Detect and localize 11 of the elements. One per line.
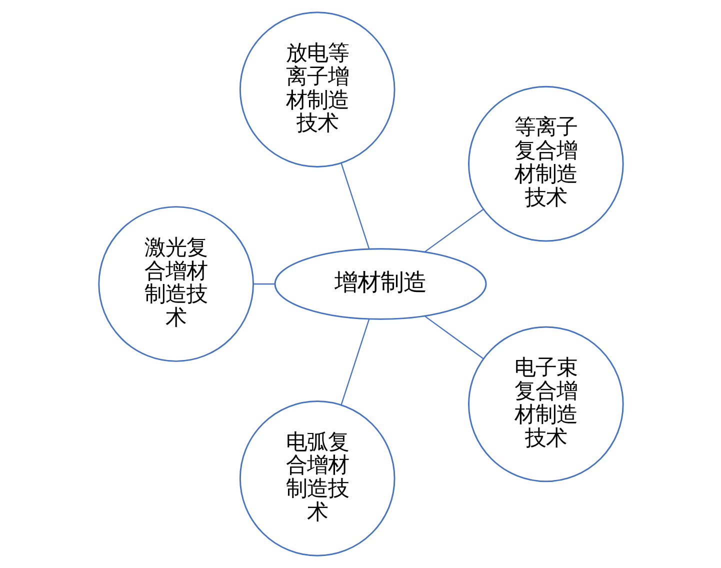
node-circle: 激光复合增材制造技术 bbox=[98, 206, 254, 362]
connector bbox=[252, 283, 274, 285]
connector bbox=[424, 208, 484, 252]
node-circle: 放电等离子增材制造技术 bbox=[238, 12, 395, 168]
node-circle: 电子束复合增材制造技术 bbox=[468, 326, 624, 482]
connector bbox=[340, 319, 370, 406]
node-circle: 电弧复合增材制造技术 bbox=[238, 400, 395, 556]
connector bbox=[340, 163, 370, 249]
node-ellipse: 增材制造 bbox=[274, 248, 486, 320]
node-circle: 等离子复合增材制造技术 bbox=[468, 86, 624, 242]
connector bbox=[424, 316, 484, 360]
